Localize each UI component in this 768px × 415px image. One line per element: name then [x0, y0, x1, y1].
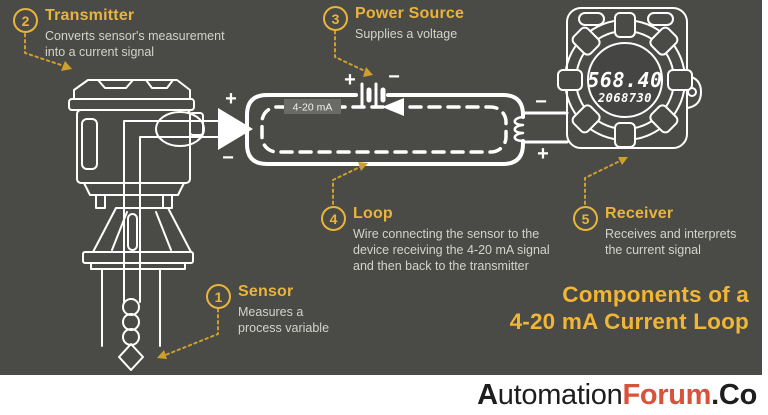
- desc-line: Receives and interprets: [605, 226, 737, 241]
- callout-power-source: 3 Power Source Supplies a voltage: [323, 5, 465, 42]
- desc-line: Converts sensor's measurement: [45, 28, 225, 43]
- loop-label: 4-20 mA: [293, 102, 333, 114]
- bezel-lugs: [557, 12, 693, 148]
- receiver-drawing: 568.40 2068730: [557, 7, 702, 149]
- current-flow-arrow: [382, 98, 404, 116]
- title-line-2: 4-20 mA Current Loop: [509, 308, 749, 334]
- diagram-panel: 4-20 mA + − + − − +: [0, 0, 762, 375]
- brand-text-co: .Co: [711, 378, 757, 411]
- probe-bracket: [101, 268, 161, 347]
- receiver-wires: [521, 111, 569, 144]
- conduit-entry: [155, 111, 205, 147]
- arrow-to-power-source: [334, 30, 368, 73]
- amplifier-triangle: [218, 108, 253, 150]
- desc-line: into a current signal: [45, 44, 155, 59]
- callout-description: Receives and interprets the current sign…: [605, 226, 736, 258]
- housing-door: [81, 118, 98, 170]
- wire: [123, 120, 219, 303]
- callout-description: Supplies a voltage: [355, 26, 464, 42]
- callout-number-badge: 1: [206, 284, 231, 309]
- flange: [82, 251, 194, 264]
- callout-title: Loop: [353, 205, 393, 222]
- transmitter-drawing: [68, 79, 219, 371]
- callout-sensor: 1 Sensor Measures a process variable: [206, 283, 329, 336]
- callout-title: Receiver: [605, 205, 674, 222]
- callout-title: Power Source: [355, 5, 465, 22]
- arrow-to-loop: [332, 165, 363, 205]
- arrow-to-receiver: [584, 159, 623, 205]
- callout-receiver: 5 Receiver Receives and interprets the c…: [573, 205, 736, 258]
- desc-line: Supplies a voltage: [355, 26, 458, 41]
- current-loop-drawing: [218, 82, 569, 166]
- display-primary-value: 568.40: [587, 68, 662, 92]
- callout-title: Transmitter: [45, 7, 135, 24]
- lid-notch: [97, 79, 134, 89]
- desc-line: process variable: [238, 320, 330, 335]
- desc-line: Measures a: [238, 304, 304, 319]
- callout-arrows: [24, 30, 623, 357]
- callout-description: Converts sensor's measurement into a cur…: [45, 28, 225, 60]
- receiver-minus-label: −: [535, 91, 547, 113]
- brand-text-automation: Automation: [477, 378, 623, 411]
- loop-outer-wire: [386, 93, 525, 119]
- page-title: Components of a 4-20 mA Current Loop: [510, 282, 749, 335]
- loop-label-chip: 4-20 mA: [284, 99, 341, 114]
- display-secondary-value: 2068730: [597, 91, 652, 105]
- callout-transmitter: 2 Transmitter Converts sensor's measurem…: [13, 7, 225, 60]
- desc-line: Wire connecting the sensor to the: [353, 226, 540, 241]
- display-face: [587, 42, 663, 118]
- side-port: [686, 75, 702, 109]
- callout-number: 3: [331, 10, 340, 27]
- transmitter-minus-label: −: [222, 147, 234, 169]
- sensor-probe: [118, 298, 144, 371]
- horn-antenna: [92, 207, 192, 253]
- brand-text-forum: Forum: [622, 378, 712, 411]
- loop-outer-wire: [245, 93, 525, 166]
- lid-notch: [145, 79, 174, 89]
- title-line-1: Components of a: [562, 282, 749, 307]
- callout-number: 1: [214, 288, 223, 305]
- receiver-plus-label: +: [537, 143, 549, 165]
- callout-title: Sensor: [238, 283, 294, 300]
- polarity-labels: + − + − − +: [222, 66, 549, 169]
- battery-minus-label: −: [388, 66, 400, 88]
- callout-arrowheads: [61, 61, 628, 359]
- callout-number-badge: 2: [13, 8, 38, 33]
- wire: [139, 136, 219, 303]
- diagram-canvas: 4-20 mA + − + − − +: [24, 7, 702, 371]
- callout-number-badge: 4: [321, 206, 346, 231]
- desc-line: device receiving the 4-20 mA signal: [353, 242, 550, 257]
- arrow-to-sensor: [162, 308, 219, 357]
- desc-line: the current signal: [605, 242, 701, 257]
- callout-description: Wire connecting the sensor to the device…: [353, 226, 550, 274]
- battery-symbol: [360, 82, 386, 108]
- callout-number: 4: [329, 210, 338, 227]
- battery-plus-label: +: [344, 69, 356, 91]
- transmitter-plus-label: +: [225, 88, 237, 110]
- callout-number: 5: [581, 210, 590, 227]
- callout-description: Measures a process variable: [238, 304, 329, 336]
- callout-number-badge: 3: [323, 6, 348, 31]
- resistor-symbol: [513, 115, 525, 143]
- callout-loop: 4 Loop Wire connecting the sensor to the…: [321, 205, 550, 274]
- arrow-to-transmitter: [24, 33, 65, 67]
- desc-line: and then back to the transmitter: [353, 258, 529, 273]
- callout-number-badge: 5: [573, 206, 598, 231]
- callout-number: 2: [21, 12, 30, 29]
